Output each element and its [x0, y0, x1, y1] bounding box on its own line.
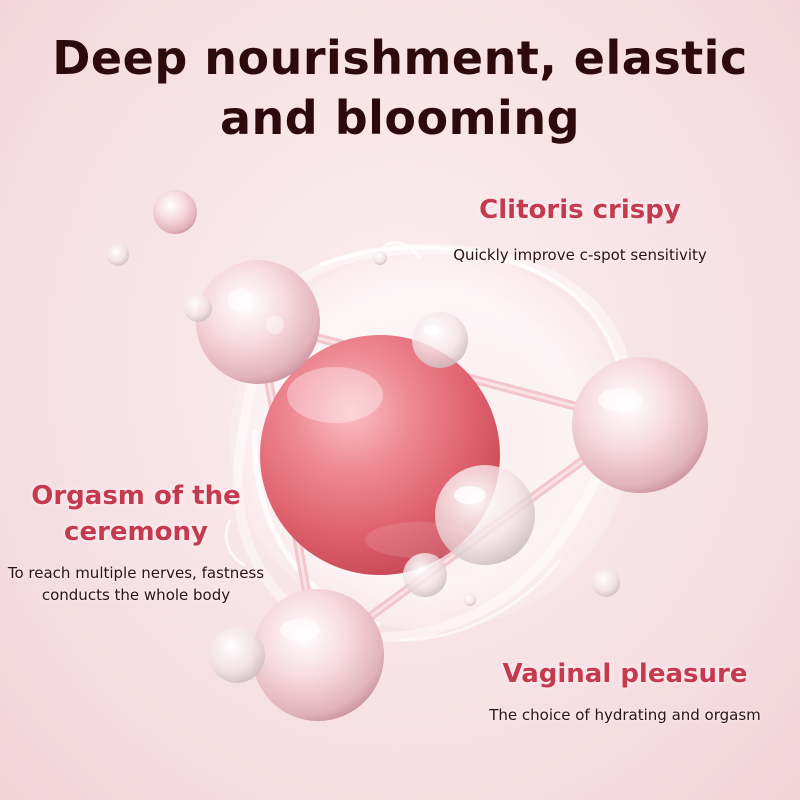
- feature-heading: Clitoris crispy: [479, 195, 681, 225]
- feature-heading: Vaginal pleasure: [502, 659, 748, 689]
- feature-orgasm-ceremony: Orgasm of the ceremony To reach multiple…: [0, 478, 272, 606]
- title-line-1: Deep nourishment, elastic: [52, 31, 748, 85]
- title-line-2: and blooming: [219, 91, 580, 145]
- floating-bubbles: [107, 190, 620, 683]
- page-title: Deep nourishment, elastic and blooming: [0, 28, 800, 148]
- feature-clitoris-crispy: Clitoris crispy Quickly improve c-spot s…: [400, 192, 760, 266]
- feature-description: To reach multiple nerves, fastness condu…: [7, 564, 265, 604]
- feature-heading: Orgasm of the ceremony: [31, 481, 241, 547]
- atom-sphere-bottom-left: [252, 589, 384, 721]
- atom-sphere-top-left: [196, 260, 320, 384]
- clear-sphere-top: [412, 312, 468, 368]
- feature-description: The choice of hydrating and orgasm: [489, 706, 761, 724]
- feature-vaginal-pleasure: Vaginal pleasure The choice of hydrating…: [480, 656, 770, 726]
- feature-description: Quickly improve c-spot sensitivity: [453, 246, 707, 264]
- atom-sphere-right: [572, 357, 708, 493]
- clear-sphere-center: [435, 465, 535, 565]
